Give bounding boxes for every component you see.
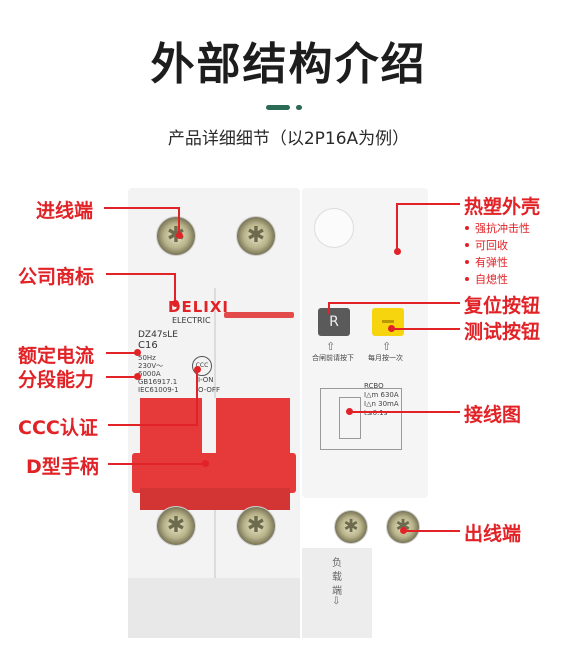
test-button[interactable]: [372, 308, 404, 336]
label-outgoing: 出线端: [464, 523, 522, 545]
bullet-item: 可回收: [465, 237, 530, 254]
label-breaking-capacity: 分段能力: [18, 369, 95, 391]
leader-line: [108, 424, 198, 426]
reset-button[interactable]: R: [318, 308, 350, 336]
ccc-mark-icon: CCC: [192, 356, 212, 376]
d-handle[interactable]: [132, 453, 296, 493]
spec-line: 230V～: [138, 362, 164, 370]
bullet-item: 有弹性: [465, 254, 530, 271]
leader-line: [106, 273, 176, 275]
leader-line: [104, 207, 180, 209]
leader-line: [328, 302, 330, 314]
leader-dot: [202, 460, 209, 467]
leader-line: [330, 302, 460, 304]
spec-line: 50Hz: [138, 354, 156, 362]
leader-line: [196, 370, 198, 426]
leader-line: [106, 352, 136, 354]
load-text: 端: [332, 586, 342, 597]
status-stripe: [224, 312, 294, 318]
leader-line: [404, 530, 460, 532]
leader-dot: [394, 248, 401, 255]
bullet-item: 强抗冲击性: [465, 220, 530, 237]
load-text: 载: [332, 572, 342, 583]
arrow-down-icon: ⇩: [332, 596, 341, 607]
page-subtitle: 产品详细细节（以2P16A为例）: [167, 129, 410, 149]
reset-hint: 合闸前请按下: [312, 354, 354, 362]
label-handle: D型手柄: [26, 456, 99, 478]
leader-line: [350, 411, 460, 413]
spec-line: GB16917.1: [138, 378, 178, 386]
leader-dot: [400, 527, 407, 534]
terminal-screw-bottom-2: [236, 506, 276, 546]
wiring-diagram: [320, 388, 402, 450]
housing-knob: [314, 208, 354, 248]
leader-line: [398, 203, 460, 205]
rcbo-line: t≤0.1s: [364, 409, 388, 417]
on-label: I-ON: [198, 376, 214, 384]
model-text: DZ47sLE: [138, 330, 178, 340]
leader-dot: [134, 373, 141, 380]
breaker-illustration: DELIXI ELECTRIC DZ47sLE C16 50Hz 230V～ 6…: [128, 188, 428, 638]
spec-line: 6000A: [138, 370, 161, 378]
rcbo-line: I△m 630A: [364, 391, 399, 399]
rcbo-line: RCBO: [364, 382, 384, 390]
rcbo-line: I△n 30mA: [364, 400, 399, 408]
terminal-screw-bottom-3: [334, 510, 368, 544]
handle-base: [140, 488, 290, 510]
leader-line: [106, 376, 136, 378]
rating-text: C16: [138, 340, 158, 351]
leader-line: [392, 328, 460, 330]
housing-bullets: 强抗冲击性 可回收 有弹性 自熄性: [465, 220, 530, 288]
brand-sub: ELECTRIC: [172, 316, 211, 325]
leader-dot: [134, 349, 141, 356]
label-test: 测试按钮: [464, 321, 541, 343]
page-title: 外部结构介绍: [150, 39, 427, 90]
off-label: O-OFF: [198, 386, 220, 394]
label-reset: 复位按钮: [464, 295, 541, 317]
spec-line: IEC61009-1: [138, 386, 179, 394]
bullet-item: 自熄性: [465, 271, 530, 288]
leader-dot: [176, 232, 183, 239]
label-rated-current: 额定电流: [18, 345, 95, 367]
load-text: 负: [332, 558, 342, 569]
label-ccc: CCC认证: [18, 417, 98, 439]
leader-line: [108, 463, 204, 465]
leader-line: [174, 273, 176, 303]
test-hint: 每月按一次: [368, 354, 403, 362]
label-housing: 热塑外壳: [464, 196, 541, 218]
terminal-screw-top-2: [236, 216, 276, 256]
arrow-up-icon: ⇧: [382, 340, 392, 353]
label-wiring: 接线图: [464, 404, 522, 426]
load-side-tab: 负 载 端 ⇩: [302, 548, 372, 638]
leader-line: [178, 207, 180, 233]
leader-dot: [388, 325, 395, 332]
din-rail-clip: [128, 578, 300, 638]
brand-logo: DELIXI: [168, 298, 229, 316]
terminal-screw-bottom-1: [156, 506, 196, 546]
label-brand: 公司商标: [18, 266, 95, 288]
arrow-up-icon: ⇧: [326, 340, 336, 353]
leader-line: [396, 203, 398, 249]
leader-dot: [346, 408, 353, 415]
label-incoming: 进线端: [36, 200, 94, 222]
leader-dot: [194, 366, 201, 373]
leader-dot: [172, 300, 179, 307]
